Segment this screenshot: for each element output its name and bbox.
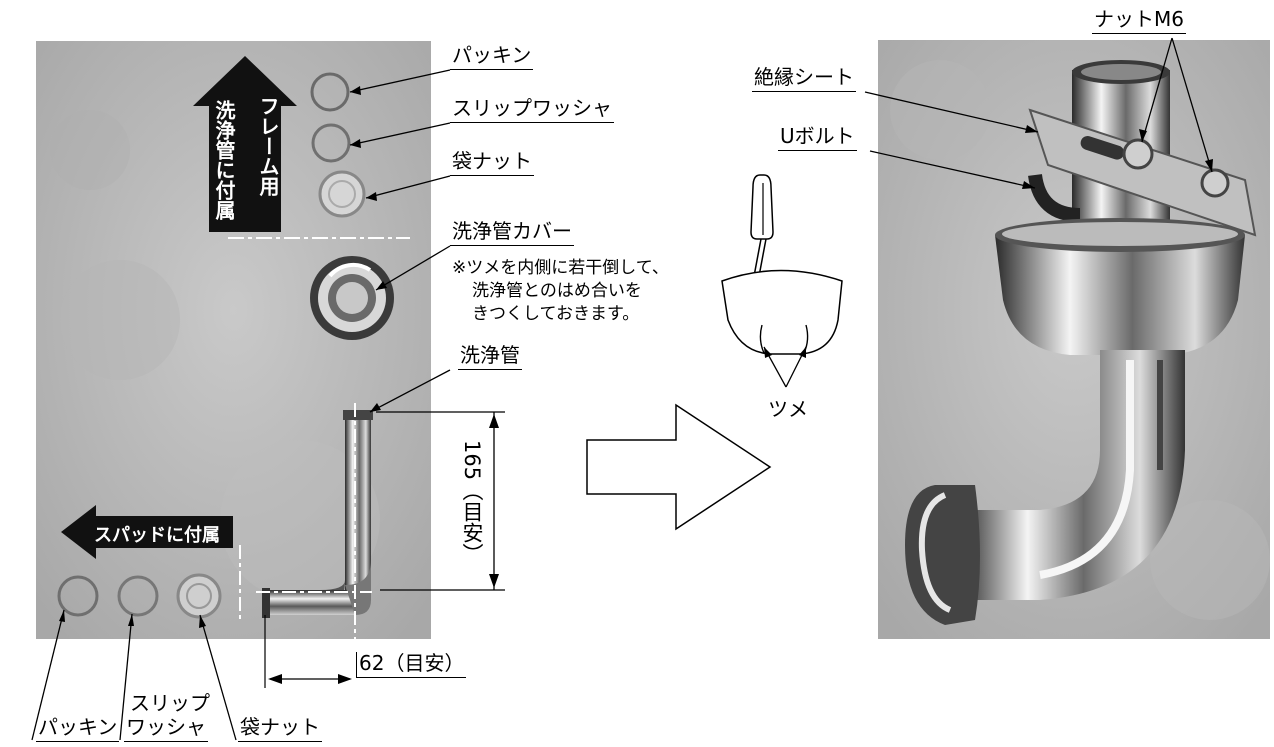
packing-ring-top bbox=[310, 72, 350, 112]
tsume-arrowheads bbox=[764, 347, 806, 358]
bag-nut-top bbox=[318, 170, 366, 218]
label-slip-bottom-2: ワッシャ bbox=[124, 716, 208, 742]
dimension-lines bbox=[270, 411, 505, 680]
assembled-pipe bbox=[905, 60, 1257, 625]
slip-washer-ring-top bbox=[311, 123, 351, 163]
label-pipe: 洗浄管 bbox=[458, 344, 522, 370]
up-arrow-text-col2: 洗浄管に付属 bbox=[212, 100, 236, 220]
up-arrow-text-col1: フレーム用 bbox=[256, 96, 280, 196]
label-bag-nut-top: 袋ナット bbox=[450, 150, 534, 176]
leader-arrowheads-left bbox=[59, 86, 387, 628]
slip-washer-ring-bottom bbox=[117, 575, 159, 617]
label-tsume: ツメ bbox=[768, 397, 808, 421]
label-insulation-sheet: 絶縁シート bbox=[752, 66, 856, 92]
wash-pipe-cover bbox=[310, 256, 394, 340]
label-bag-nut-bottom: 袋ナット bbox=[238, 716, 322, 742]
label-nut-m6: ナットM6 bbox=[1092, 8, 1186, 34]
note-line-2: 洗浄管とのはめ合いを bbox=[472, 281, 642, 301]
note-line-1: ※ツメを内側に若干倒して、 bbox=[452, 258, 669, 278]
dimension-arrowheads bbox=[268, 414, 499, 684]
label-slip-washer-top: スリップワッシャ bbox=[450, 97, 614, 123]
leader-lines-left bbox=[31, 69, 451, 741]
dimension-165: 165（目安） bbox=[460, 440, 484, 565]
note-line-3: きつくしておきます。 bbox=[472, 304, 640, 324]
big-hollow-arrow bbox=[586, 403, 772, 531]
bag-nut-bottom bbox=[176, 573, 222, 619]
label-cover: 洗浄管カバー bbox=[450, 220, 574, 246]
packing-ring-bottom bbox=[57, 575, 99, 617]
left-arrow bbox=[61, 505, 233, 559]
leader-lines-right bbox=[864, 37, 1213, 189]
label-packing-top: パッキン bbox=[450, 44, 534, 70]
up-arrow bbox=[193, 56, 297, 232]
label-packing-bottom: パッキン bbox=[36, 716, 120, 742]
leader-arrowheads-right bbox=[1022, 125, 1213, 189]
l-shaped-pipe bbox=[262, 410, 373, 618]
dimension-62: 62（目安） bbox=[356, 652, 467, 678]
cover-cross-section bbox=[721, 269, 843, 355]
label-slip-bottom-1: スリップ bbox=[130, 691, 210, 715]
label-u-bolt: Uボルト bbox=[778, 125, 857, 151]
left-arrow-text: スパッドに付属 bbox=[94, 525, 220, 546]
